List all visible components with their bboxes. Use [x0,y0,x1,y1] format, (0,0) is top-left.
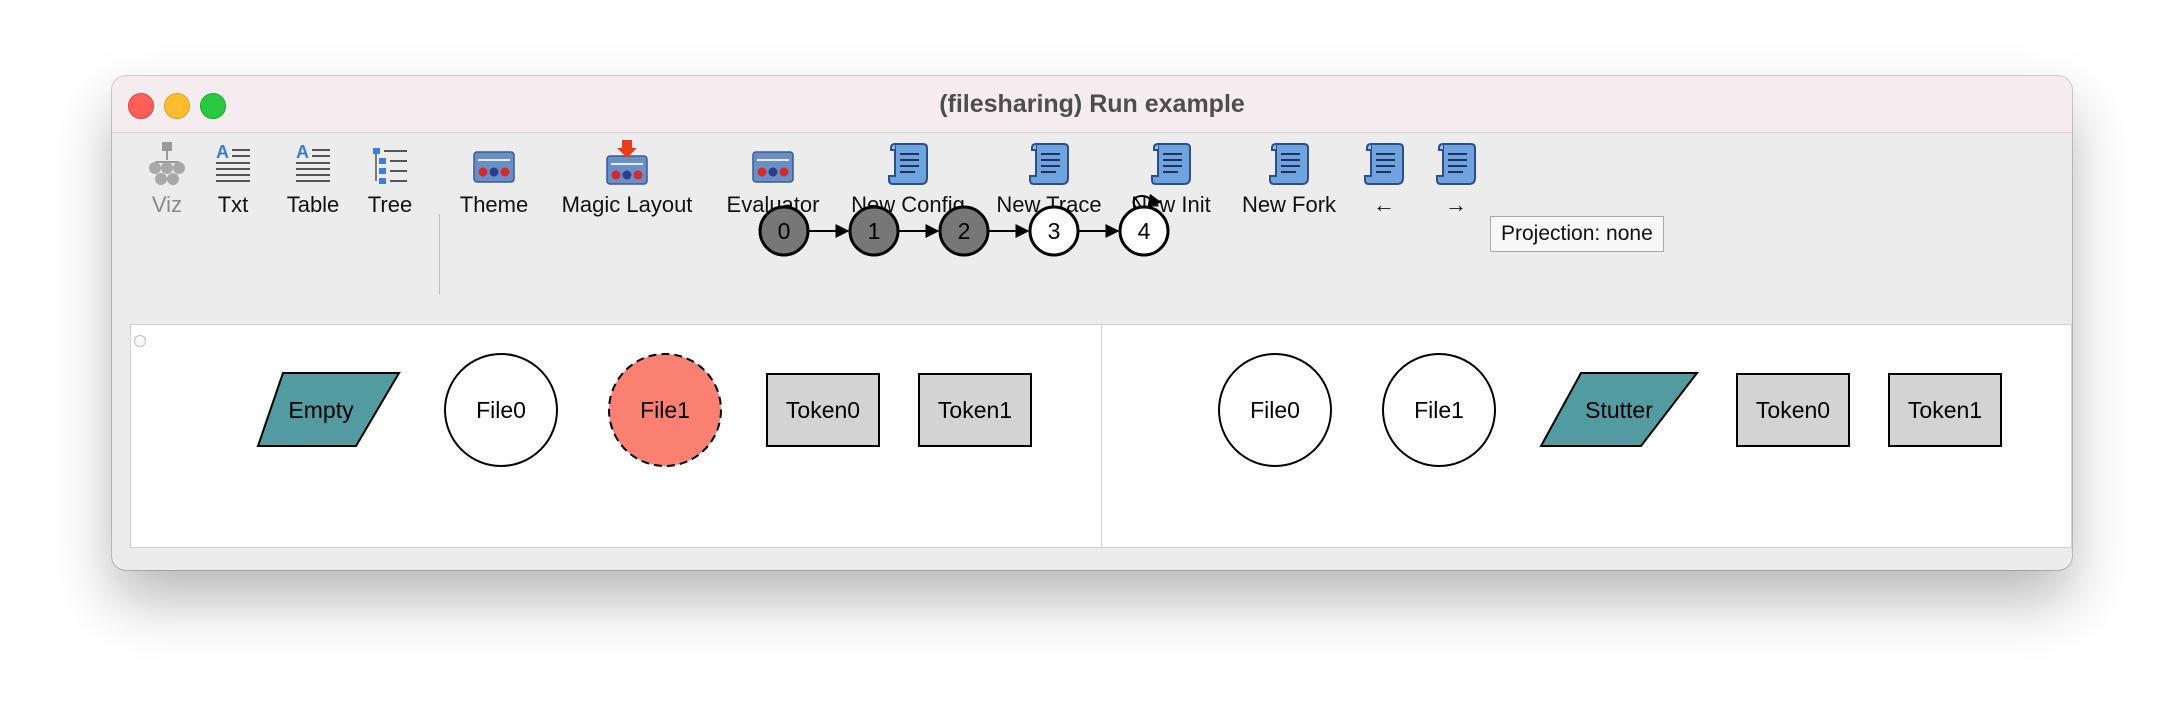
right-stutter-node[interactable]: Stutter [1539,372,1700,447]
trace-state-2[interactable]: 2 [938,205,990,257]
close-window-button[interactable] [128,93,154,119]
left-empty-node[interactable]: Empty [256,372,401,447]
state-label: 0 [778,218,791,244]
circle-shape [1218,353,1332,467]
table-button[interactable]: A Table [280,140,346,220]
panel-divider[interactable] [1101,325,1102,547]
trace-state-1[interactable]: 1 [848,205,900,257]
projection-dropdown[interactable]: Projection: none [1490,216,1664,252]
theme-label: Theme [459,192,529,217]
table-icon: A [296,142,330,182]
rect-shape [766,373,880,447]
trace-state-0[interactable]: 0 [758,205,810,257]
state-label: 3 [1048,218,1061,244]
node-label: File0 [1250,397,1300,423]
tree-button[interactable]: Tree [362,140,418,220]
node-label: File0 [476,397,526,423]
toolbar: Viz A Txt A [112,132,2072,302]
magic-layout-button[interactable]: Magic Layout [554,140,700,220]
trace-navigator: 0 1 2 3 4 [758,193,1170,257]
new-config-button[interactable]: New Config [846,140,970,220]
trace-self-loop-4 [1132,193,1162,210]
state-label: 1 [868,218,881,244]
node-label: Token0 [786,397,860,423]
left-file1-node[interactable]: File1 [608,353,722,467]
right-token0-node[interactable]: Token0 [1736,373,1850,447]
tree-list-icon [373,148,407,184]
new-fork-label: New Fork [1241,192,1337,217]
app-window: (filesharing) Run example Viz A [112,76,2072,570]
right-file0-node[interactable]: File0 [1218,353,1332,467]
scroll-icon [1029,143,1069,185]
zoom-window-button[interactable] [200,93,226,119]
trace-state-4[interactable]: 4 [1118,205,1170,257]
state-label: 4 [1138,218,1151,244]
magic-layout-icon [606,140,648,185]
tree-label: Tree [367,192,413,217]
node-label: Token1 [1908,397,1982,423]
circle-shape [608,353,722,467]
scroll-icon [888,143,928,185]
state-circle [848,205,900,257]
graph-canvas[interactable]: Empty File0 File1 Token0 Token1 File0 [130,324,2072,548]
scroll-icon [1151,143,1191,185]
rect-shape [1888,373,2002,447]
circle-shape [444,353,558,467]
scroll-icon [1269,143,1309,185]
text-icon: A [216,142,250,182]
previous-state-button[interactable]: ← [1356,140,1412,220]
magic-layout-label: Magic Layout [561,192,693,217]
rect-shape [918,373,1032,447]
right-token1-node[interactable]: Token1 [1888,373,2002,447]
state-graphs: Empty File0 File1 Token0 Token1 File0 [256,353,2002,467]
left-token1-node[interactable]: Token1 [918,373,1032,447]
next-arrow-label: → [1445,192,1467,217]
scroll-icon [1436,143,1476,185]
parallelogram-shape [1539,372,1700,447]
parallelogram-shape [256,372,401,447]
title-bar: (filesharing) Run example [112,76,2072,133]
window-title: (filesharing) Run example [939,90,1245,118]
node-label: Empty [288,397,354,423]
viz-tree-icon [149,142,185,185]
scroll-icon [1364,143,1404,185]
resize-handle[interactable] [134,335,146,347]
state-circle [1028,205,1080,257]
evaluator-icon [752,151,794,183]
rect-shape [1736,373,1850,447]
left-token0-node[interactable]: Token0 [766,373,880,447]
viz-label: Viz [151,192,183,217]
theme-button[interactable]: Theme [456,140,532,220]
state-circle [938,205,990,257]
state-circle [758,205,810,257]
node-label: File1 [640,397,690,423]
circle-shape [1382,353,1496,467]
new-trace-button[interactable]: New Trace [992,140,1106,220]
txt-label: Txt [217,192,249,217]
txt-button[interactable]: A Txt [210,140,256,220]
svg-text:A: A [216,142,229,162]
next-state-button[interactable]: → [1428,140,1484,220]
state-label: 2 [958,218,971,244]
previous-arrow-label: ← [1373,192,1395,217]
state-circle [1118,205,1170,257]
theme-palette-icon [473,151,515,183]
node-label: Stutter [1585,397,1653,423]
svg-text:A: A [296,142,309,162]
new-fork-button[interactable]: New Fork [1236,140,1342,220]
node-label: Token0 [1756,397,1830,423]
node-label: Token1 [938,397,1012,423]
right-file1-node[interactable]: File1 [1382,353,1496,467]
toolbar-separator [439,214,440,294]
minimize-window-button[interactable] [164,93,190,119]
table-label: Table [286,192,340,217]
node-label: File1 [1414,397,1464,423]
viz-button[interactable]: Viz [136,140,198,220]
trace-state-3[interactable]: 3 [1028,205,1080,257]
left-file0-node[interactable]: File0 [444,353,558,467]
